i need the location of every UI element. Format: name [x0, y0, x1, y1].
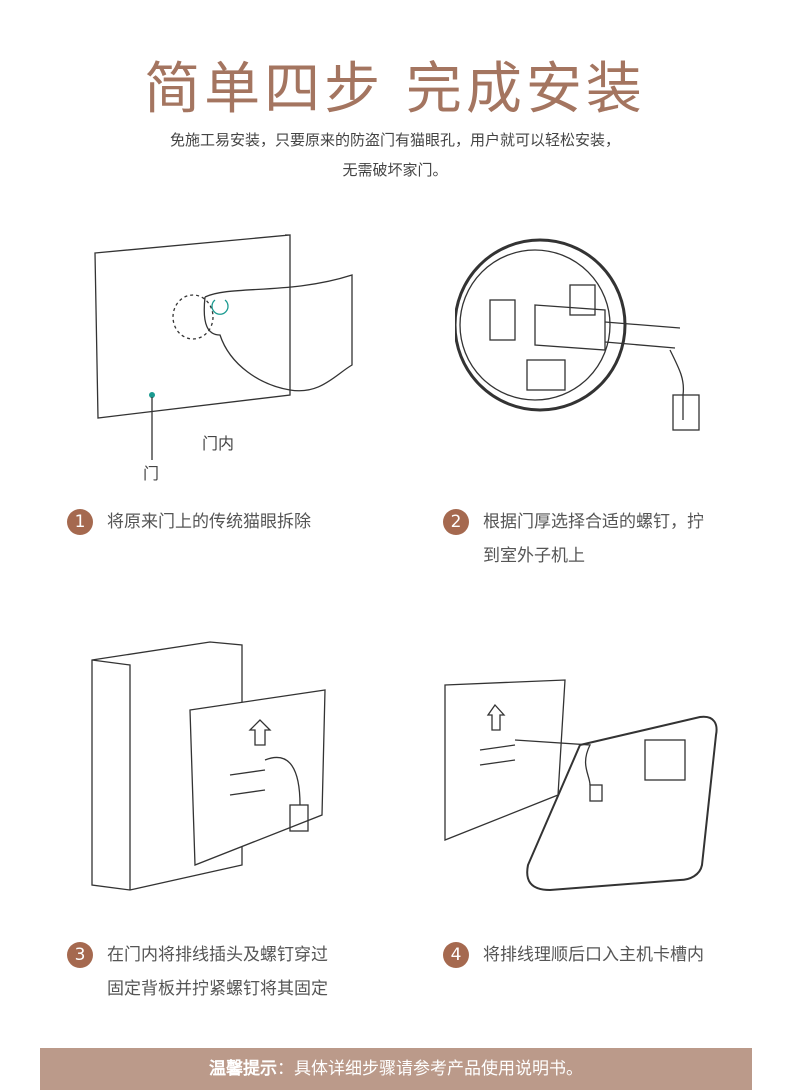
tip-prefix: 温馨提示 — [209, 1059, 277, 1079]
insert-main-unit-illustration — [444, 679, 718, 892]
step-1: 1 将原来门上的传统猫眼拆除 — [67, 505, 311, 539]
step-number-badge: 2 — [443, 509, 469, 535]
step-number-badge: 3 — [67, 942, 93, 968]
step-2-text-line-1: 根据门厚选择合适的螺钉，拧 — [483, 512, 704, 532]
step-3-text-line-2: 固定背板并拧紧螺钉将其固定 — [107, 979, 328, 999]
page-title: 简单四步 完成安装 — [144, 57, 646, 122]
step-2: 2 根据门厚选择合适的螺钉，拧到室外子机上 — [443, 505, 704, 573]
step-3: 3 在门内将排线插头及螺钉穿过固定背板并拧紧螺钉将其固定 — [67, 938, 328, 1006]
step-4: 4 将排线理顺后口入主机卡槽内 — [443, 938, 704, 972]
step-2-text-line-2: 到室外子机上 — [483, 546, 585, 566]
tip-text: ：具体详细步骤请参考产品使用说明书。 — [277, 1059, 583, 1079]
step-1-text: 将原来门上的传统猫眼拆除 — [107, 512, 311, 532]
screw-attachment-illustration — [455, 238, 700, 431]
fix-backplate-illustration — [91, 641, 326, 891]
step-number-badge: 1 — [67, 509, 93, 535]
remove-peephole-illustration — [94, 234, 353, 460]
step-3-text-line-1: 在门内将排线插头及螺钉穿过 — [107, 945, 328, 965]
subtitle-line-2: 无需破坏家门。 — [342, 161, 448, 179]
step-number-badge: 4 — [443, 942, 469, 968]
tip-banner: 温馨提示：具体详细步骤请参考产品使用说明书。 — [40, 1048, 752, 1090]
door-inside-label: 门内 — [202, 434, 235, 453]
subtitle-line-1: 免施工易安装，只要原来的防盗门有猫眼孔，用户就可以轻松安装， — [169, 131, 620, 149]
door-label: 门 — [143, 464, 160, 483]
step-4-text: 将排线理顺后口入主机卡槽内 — [483, 945, 704, 965]
subtitle: 免施工易安装，只要原来的防盗门有猫眼孔，用户就可以轻松安装， 无需破坏家门。 — [0, 125, 790, 185]
